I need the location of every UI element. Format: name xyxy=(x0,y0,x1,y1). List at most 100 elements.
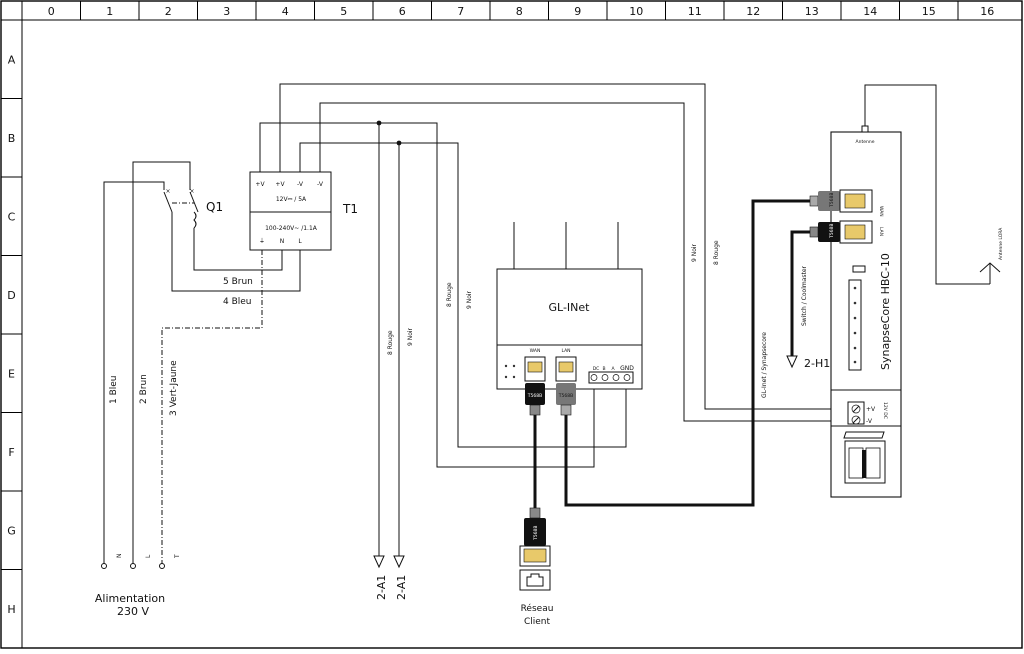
psu-out-4: -V xyxy=(317,181,324,188)
router-name: GL-INet xyxy=(549,301,591,314)
psu-out-2: +V xyxy=(275,181,285,188)
row-labels: A B C D E F G H xyxy=(7,53,16,616)
column-label: 3 xyxy=(223,5,230,18)
row-label: E xyxy=(8,367,15,380)
column-dividers xyxy=(80,1,959,20)
synapse-pin-header xyxy=(848,279,862,371)
lora-antenna-icon xyxy=(979,262,1001,273)
row-label: C xyxy=(8,210,16,223)
synapse-wan-plug xyxy=(818,191,840,211)
wire-2-brun xyxy=(132,161,191,565)
svg-text:×: × xyxy=(165,188,170,195)
terminal-l xyxy=(130,563,136,569)
ref-a1-1: 2-A1 xyxy=(375,575,388,600)
column-label: 5 xyxy=(340,5,347,18)
wire-4-label: 4 Bleu xyxy=(223,297,252,307)
column-label: 16 xyxy=(980,5,994,18)
psu-in-n: N xyxy=(280,238,285,245)
psu-tag: T1 xyxy=(342,202,358,216)
cable-gl-inet-synapsecore xyxy=(564,199,810,507)
synapse-wan-plug-label: T568B xyxy=(829,193,835,208)
client-plug xyxy=(524,518,546,546)
wire-3-vert-jaune xyxy=(161,230,263,565)
row-label: B xyxy=(8,132,16,145)
wire-9-noir-router xyxy=(299,142,627,448)
breaker-tag: Q1 xyxy=(206,200,223,214)
psu-in-l: L xyxy=(298,238,302,245)
wire-3-label: 3 Vert-Jaune xyxy=(169,360,179,416)
column-label: 14 xyxy=(863,5,877,18)
router-wan-label: WAN xyxy=(530,348,541,354)
synapse-minus-v: -V xyxy=(866,418,873,425)
synapse-lan-plug-label: T568B xyxy=(829,224,835,239)
wire-synapse-noir-label: 9 Noir xyxy=(691,243,698,262)
synapsecore-hbc-10: Antenne Antenne LORA T568B WAN T568B LAN… xyxy=(809,84,1004,498)
wan-plug xyxy=(525,383,545,405)
terminal-l-label: L xyxy=(145,554,152,558)
supply-title-line1: Alimentation xyxy=(95,592,165,605)
row-dividers xyxy=(1,98,22,570)
synapse-name: SynapseCore HBC-10 xyxy=(879,253,892,370)
terminal-n xyxy=(101,563,107,569)
synapse-lan-plug xyxy=(818,222,840,242)
router-lan-label: LAN xyxy=(561,348,570,354)
client-port-icon xyxy=(519,569,551,591)
synapse-antenna-label: Antenne xyxy=(856,139,875,145)
router-leds xyxy=(504,364,516,379)
wire-a1-noir-label: 9 Noir xyxy=(407,327,414,346)
column-label: 8 xyxy=(516,5,523,18)
column-label: 10 xyxy=(629,5,643,18)
column-label: 4 xyxy=(282,5,289,18)
column-label: 9 xyxy=(574,5,581,18)
column-label: 2 xyxy=(165,5,172,18)
client-plug-label: T568B xyxy=(533,526,539,541)
lora-antenna-label: Antenne LORA xyxy=(998,227,1004,260)
cable-gl-inet-synapsecore-label: GL-Inet / Synapsecore xyxy=(761,332,768,398)
client-label-line1: Réseau xyxy=(521,603,554,614)
column-label: 11 xyxy=(688,5,702,18)
wan-plug-label: T568B xyxy=(527,393,542,399)
column-label: 7 xyxy=(457,5,464,18)
column-label: 1 xyxy=(106,5,113,18)
column-label: 0 xyxy=(48,5,55,18)
router-a-label: A xyxy=(611,366,615,372)
psu-rating-out: 12V⎓ / 5A xyxy=(276,196,307,203)
wire-synapse-rouge-label: 8 Rouge xyxy=(713,240,720,265)
synapse-wan-label: WAN xyxy=(878,206,884,217)
lan-plug-label: T568B xyxy=(558,393,573,399)
row-label: A xyxy=(8,53,16,66)
power-supply-t1: +V +V -V -V 12V⎓ / 5A 100-240V~ /1.1A ⏚ … xyxy=(249,171,358,251)
wire-5-label: 5 Brun xyxy=(223,277,253,287)
synapse-power-rating: 12V DC xyxy=(882,402,888,419)
ref-arrow-a1-2 xyxy=(393,555,405,569)
router-b-label: B xyxy=(602,366,605,372)
lan-plug xyxy=(556,383,576,405)
ethernet-cables: T568B T568B T568B Réseau Client GL-Inet … xyxy=(519,199,830,627)
column-label: 12 xyxy=(746,5,760,18)
terminal-t-label: T xyxy=(174,554,181,559)
ref-a1-2: 2-A1 xyxy=(395,575,408,600)
row-label: D xyxy=(7,289,15,302)
router-terminal-block xyxy=(588,371,634,384)
terminal-t xyxy=(159,563,165,569)
row-label: G xyxy=(7,524,16,537)
terminal-n-label: N xyxy=(116,554,123,559)
wire-a1-rouge-label: 8 Rouge xyxy=(387,330,394,355)
supply-title-line2: 230 V xyxy=(117,605,149,618)
svg-text:×: × xyxy=(189,188,194,195)
column-label: 15 xyxy=(922,5,936,18)
ref-arrow-h1 xyxy=(786,355,798,369)
row-label: F xyxy=(8,446,14,459)
router-gnd-label: GND xyxy=(620,365,634,372)
wire-router-rouge-label: 8 Rouge xyxy=(446,282,453,307)
router-dc-label: DC xyxy=(593,366,600,372)
psu-out-1: +V xyxy=(255,181,265,188)
wire-9-noir-synapse xyxy=(319,102,848,422)
cable-switch-coolmaster xyxy=(790,230,810,356)
row-label: H xyxy=(7,603,15,616)
wire-4-bleu xyxy=(171,212,301,292)
wire-router-noir-label: 9 Noir xyxy=(466,290,473,309)
